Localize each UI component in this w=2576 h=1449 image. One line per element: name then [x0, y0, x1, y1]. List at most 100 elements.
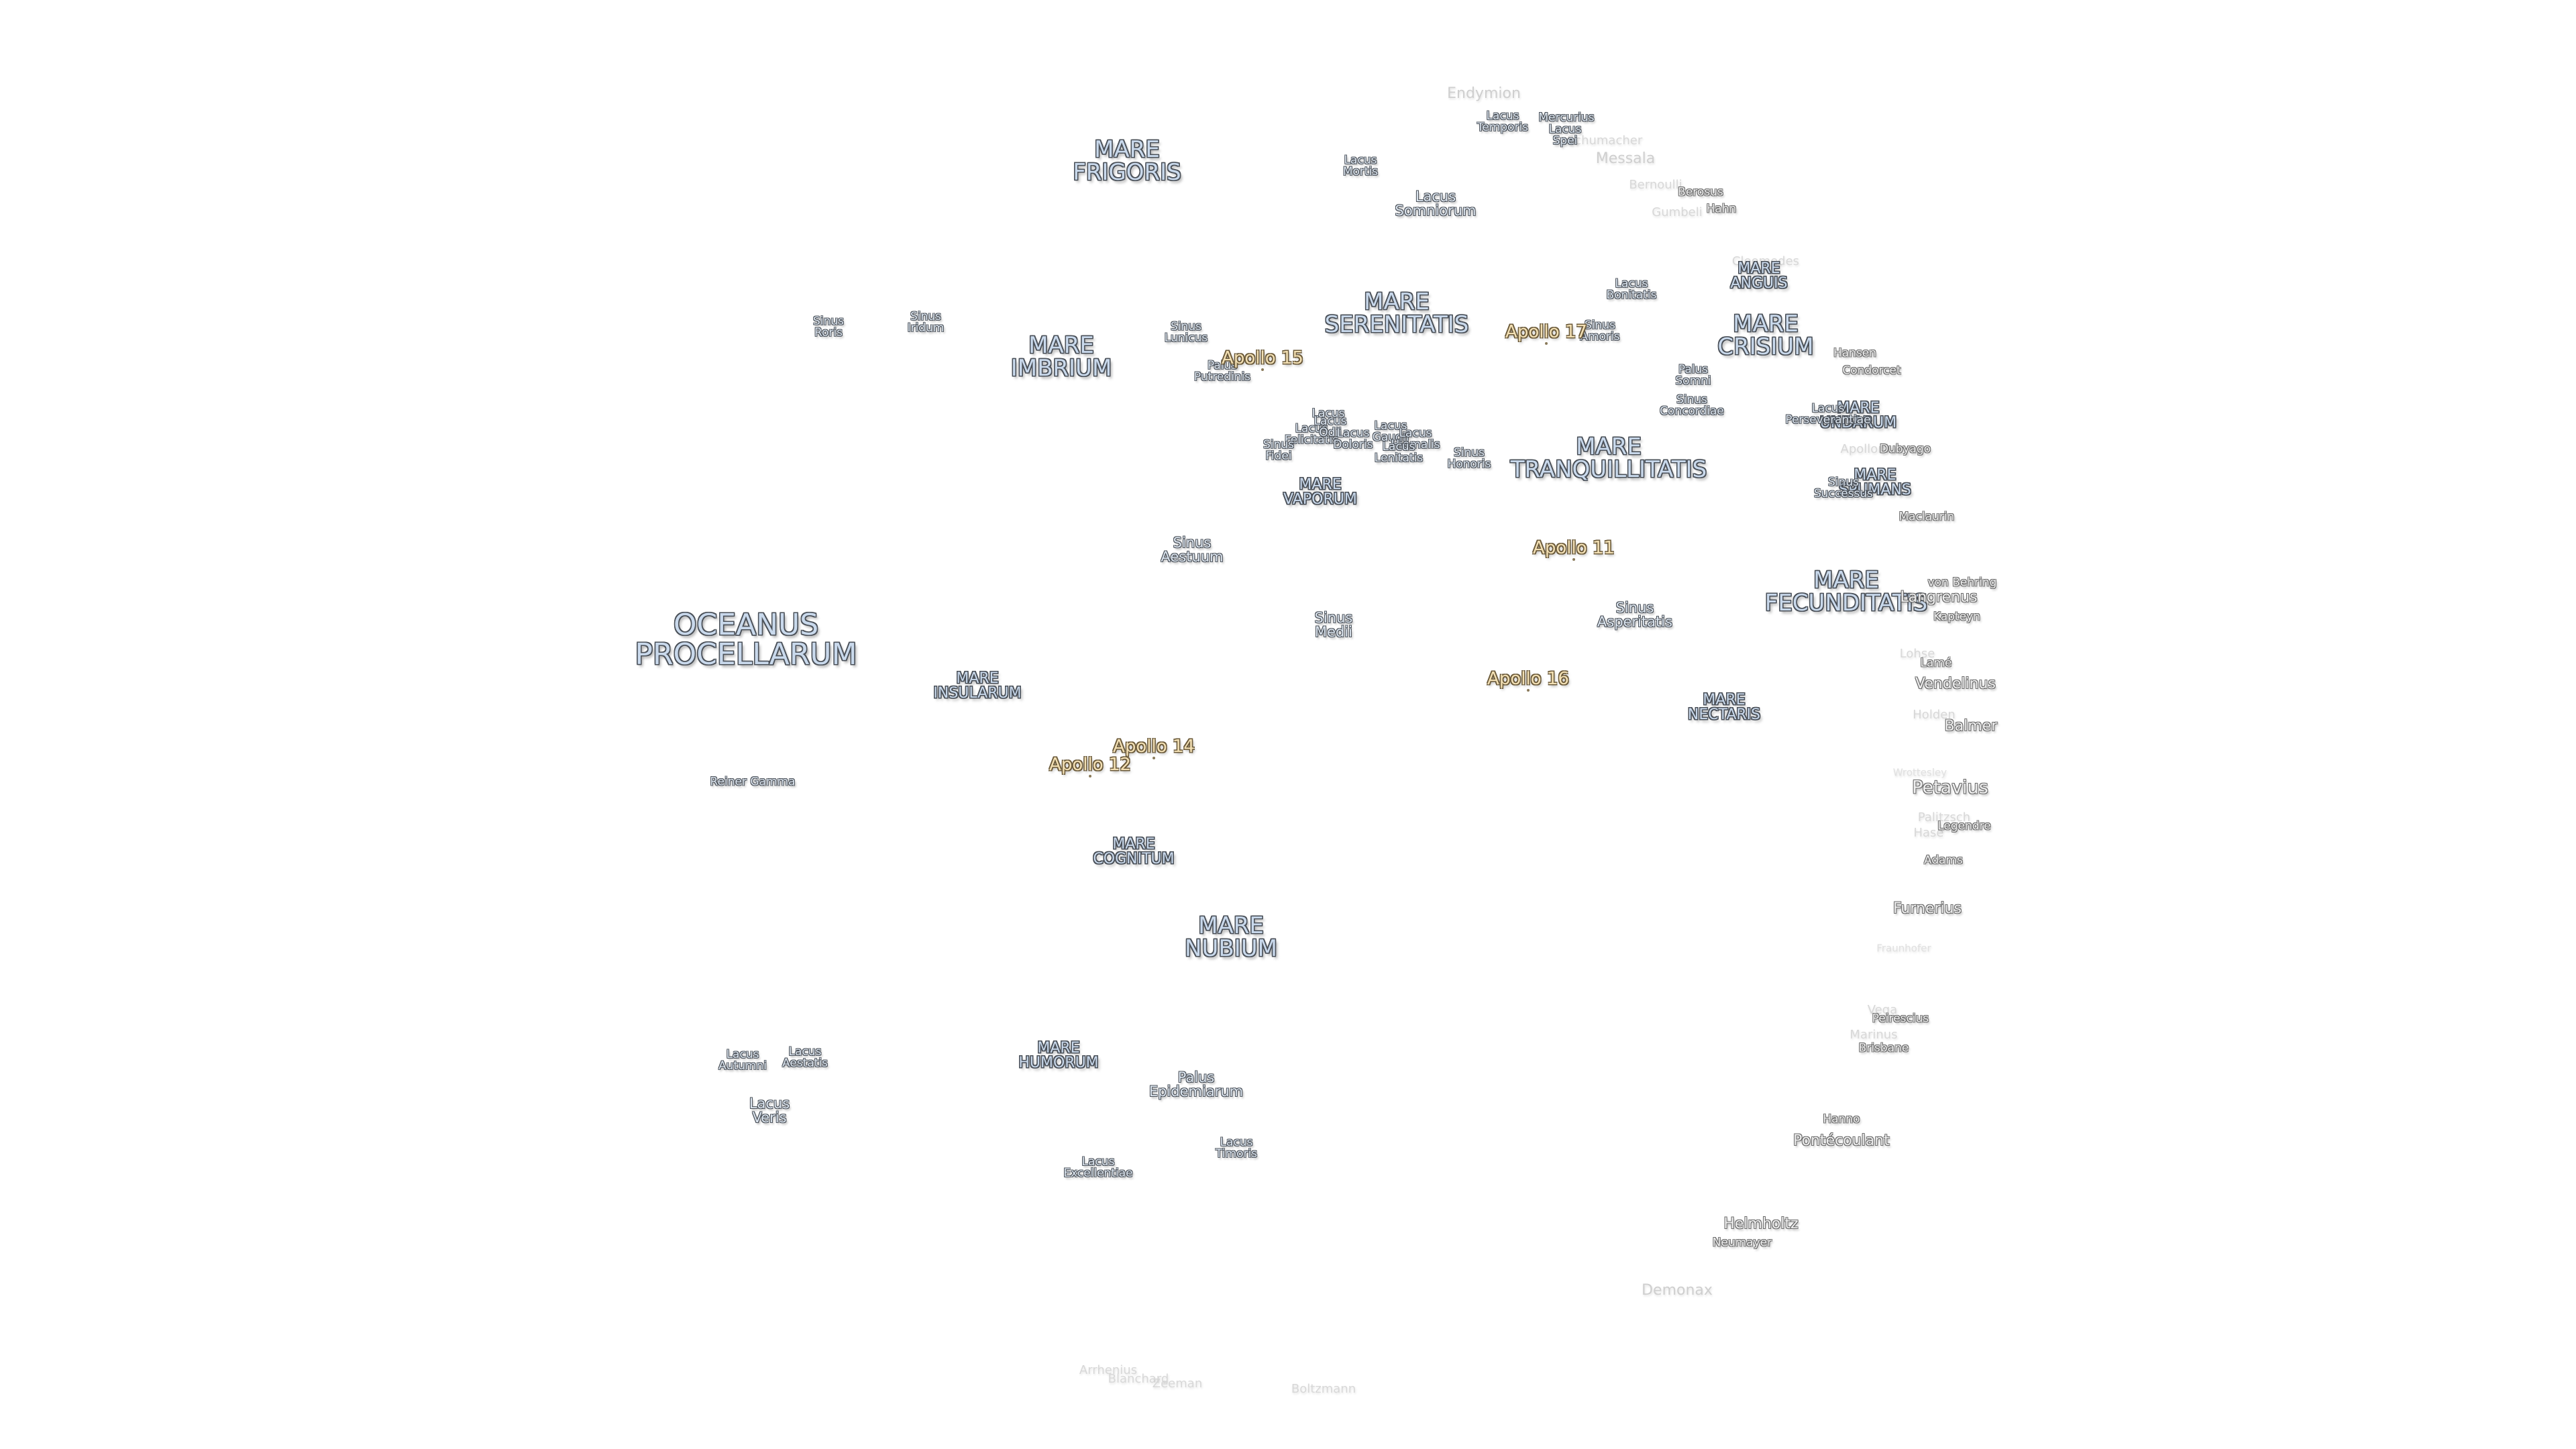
peirescius-text: Peirescius [1872, 1012, 1929, 1026]
mare-crisium-label: MARE CRISIUM [1717, 313, 1813, 358]
sinus-honoris-label: Sinus Honoris [1448, 447, 1491, 470]
sinus-aestuum-text: Sinus Aestuum [1161, 535, 1224, 565]
lohse-label: Lohse [1900, 648, 1935, 660]
pontecoulant-text: Pontécoulant [1793, 1132, 1890, 1149]
demonax-label: Demonax [1642, 1283, 1713, 1298]
mare-nectaris-label: MARE NECTARIS [1688, 693, 1760, 722]
neumayer-label: Neumayer [1713, 1237, 1772, 1249]
langrenus-text: Langrenus [1900, 589, 1978, 606]
endymion-label: Endymion [1447, 87, 1521, 101]
schumacher-text: Schumacher [1566, 133, 1643, 148]
apollo-12-text: Apollo 12 [1049, 756, 1131, 777]
mare-cognitum-label: MARE COGNITUM [1093, 837, 1174, 867]
balmer-label: Balmer [1945, 719, 1998, 734]
sinus-concordiae-text: Sinus Concordiae [1660, 393, 1724, 418]
sinus-medii-label: Sinus Medii [1315, 611, 1353, 639]
von-behring-text: von Behring [1927, 576, 1997, 590]
petavius-b-label: Palitzsch [1918, 812, 1970, 824]
lacus-perseverantiae-text: Lacus Perseverantiae [1785, 402, 1871, 427]
apollo-14-text: Apollo 14 [1113, 738, 1195, 759]
berosus-text: Berosus [1678, 185, 1723, 199]
holden-text: Holden [1913, 708, 1955, 722]
messala-label: Messala [1596, 152, 1656, 166]
helmholtz-label: Helmholtz [1723, 1217, 1798, 1232]
apollo-17-text: Apollo 17 [1505, 323, 1587, 345]
mare-frigoris-text: MARE FRIGORIS [1073, 136, 1181, 186]
mare-imbrium-label: MARE IMBRIUM [1011, 334, 1112, 380]
sinus-honoris-text: Sinus Honoris [1447, 446, 1491, 471]
legendre-label: Legendre [1937, 819, 1991, 833]
palus-somni-label: Palus Somni [1675, 364, 1711, 387]
mare-undarum-text: MARE UNDARUM [1819, 400, 1897, 431]
condorcet-text: Condorcet [1842, 364, 1901, 378]
fraunhofer-label: Fraunhofer [1876, 942, 1931, 955]
lacus-doloris-text: Lacus Doloris [1333, 427, 1373, 451]
arrhenius-label: Arrhenius [1079, 1364, 1137, 1377]
lacus-hiemalis-text: Lacus Hiemalis [1391, 427, 1440, 451]
apollo-17-label: Apollo 17 [1505, 323, 1587, 345]
brisbane-text: Brisbane [1858, 1041, 1909, 1055]
vega-label: Vega [1868, 1004, 1897, 1016]
maclaurin-text: Maclaurin [1898, 510, 1955, 524]
sinus-aestuum-label: Sinus Aestuum [1161, 536, 1223, 564]
vendelinus-text: Vendelinus [1915, 676, 1996, 692]
mare-crisium-text: MARE CRISIUM [1717, 311, 1814, 360]
sinus-roris-text: Sinus Roris [813, 315, 844, 339]
lacus-spei-label: Lacus Spei [1549, 124, 1582, 147]
hanno-text: Hanno [1823, 1112, 1860, 1126]
mare-nubium-label: MARE NUBIUM [1185, 914, 1277, 960]
palus-epidemiarum-label: Palus Epidemiarum [1149, 1071, 1243, 1099]
palus-somni-text: Palus Somni [1675, 363, 1711, 388]
marinus-text: Marinus [1849, 1028, 1898, 1042]
palus-epidemiarum-text: Palus Epidemiarum [1148, 1069, 1244, 1099]
sinus-iridum-label: Sinus Iridum [908, 311, 945, 334]
lacus-hiemalis-label: Lacus Hiemalis [1391, 428, 1440, 451]
mare-nubium-text: MARE NUBIUM [1185, 912, 1277, 962]
mare-fecunditatis-label: MARE FECUNDITATIS [1765, 569, 1927, 614]
mare-spumans-label: MARE SPUMANS [1839, 468, 1911, 498]
apollo-15-text: Apollo 15 [1222, 350, 1303, 371]
lacus-timoris-label: Lacus Timoris [1216, 1137, 1257, 1160]
sinus-amoris-label: Sinus Amoris [1580, 320, 1619, 343]
mare-anguis-text: MARE ANGUIS [1730, 260, 1788, 292]
lacus-odii-label: Lacus Odii [1314, 416, 1347, 439]
apollo-15-label: Apollo 15 [1222, 350, 1303, 371]
hanno-label: Hanno [1823, 1114, 1860, 1126]
lacus-lenitatis-label: Lacus Lenitatis [1375, 441, 1423, 464]
lacus-bonitatis-label: Lacus Bonitatis [1607, 278, 1657, 301]
lacus-timoris-text: Lacus Timoris [1215, 1136, 1258, 1161]
oceanus-procellarum-text: OCEANUS PROCELLARUM [635, 608, 857, 672]
sinus-concordiae-label: Sinus Concordiae [1660, 394, 1724, 417]
lohse-text: Lohse [1899, 647, 1935, 661]
mercurius-text: Mercurius [1538, 111, 1595, 125]
reiner-gamma-text: Reiner Gamma [710, 775, 796, 789]
endymion-text: Endymion [1447, 85, 1521, 102]
lacus-doloris-a-label: Lacus [1312, 408, 1345, 420]
apollo-16-label: Apollo 16 [1487, 670, 1569, 692]
mare-fecunditatis-text: MARE FECUNDITATIS [1764, 567, 1928, 616]
brisbane-label: Brisbane [1858, 1041, 1909, 1055]
fraunhofer-text: Fraunhofer [1876, 942, 1931, 955]
legendre-text: Legendre [1937, 819, 1991, 833]
mare-insularum-text: MARE INSULARUM [933, 670, 1022, 702]
holden-label: Holden [1913, 709, 1955, 721]
adams-label: Adams [1924, 855, 1963, 867]
boltzmann-text: Boltzmann [1291, 1382, 1356, 1396]
mare-anguis-label: MARE ANGUIS [1730, 262, 1787, 291]
lacus-felicitatis-label: Lacus Felicitatis [1285, 423, 1338, 446]
sinus-successus-text: Sinus Successus [1813, 476, 1874, 500]
pontecoulant-label: Pontécoulant [1793, 1134, 1890, 1148]
mare-serenitatis-text: MARE SERENITATIS [1324, 288, 1469, 338]
lacus-mortis-text: Lacus Mortis [1342, 154, 1379, 178]
lacus-aestatis-label: Lacus Aestatis [782, 1046, 828, 1069]
cleomedes-text: Cleomedes [1731, 254, 1800, 268]
sinus-successus-label: Sinus Successus [1814, 477, 1873, 500]
lacus-temporis-label: Lacus Temporis [1477, 111, 1528, 133]
apollo-12-label: Apollo 12 [1049, 756, 1131, 777]
sinus-medii-text: Sinus Medii [1314, 610, 1353, 640]
petavius-label: Petavius [1912, 779, 1988, 797]
mare-spumans-text: MARE SPUMANS [1839, 467, 1911, 498]
lacus-doloris-label: Lacus Doloris [1333, 428, 1373, 451]
kapteyn-text: Kapteyn [1933, 610, 1981, 624]
